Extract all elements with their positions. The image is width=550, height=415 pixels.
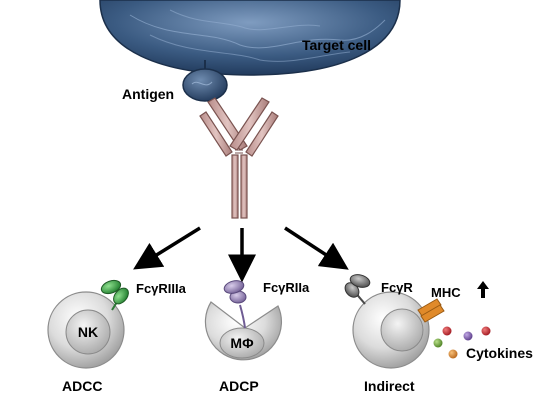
antibody [199,97,279,219]
cytokines-label: Cytokines [466,345,533,361]
macrophage-label: MΦ [230,335,254,351]
arrow-indirect [284,226,349,270]
antigen-label: Antigen [122,86,174,102]
nk-cell-label: NK [78,324,98,340]
mhc-label: MHC [431,285,461,300]
target-cell-label: Target cell [302,37,371,53]
up-arrow-icon [477,281,489,298]
mechanism-label-adcc: ADCC [62,378,102,394]
fcgriiia-receptor [100,279,129,311]
antigen [182,60,228,102]
nk-cell: NK [47,291,125,369]
fcgriiia-label: FcγRIIIa [136,281,187,296]
cytokines [433,326,491,359]
mhc-receptor [417,298,445,323]
macrophage: MΦ [204,301,283,361]
cytokine-dot [448,349,458,359]
cytokine-dot [433,338,443,348]
cytokine-dot [442,326,452,336]
target-cell [99,0,401,76]
fcgr-receptor [344,274,371,305]
cytokine-dot [463,331,473,341]
mechanism-label-adcp: ADCP [219,378,259,394]
indirect-cell [352,291,430,369]
fcgr-label: FcγR [381,280,413,295]
fcgriia-receptor [223,280,247,329]
arrow-adcc [133,226,201,270]
arrows [133,226,349,283]
cytokine-dot [481,326,491,336]
fcgriia-label: FcγRIIa [263,280,310,295]
mechanism-label-indirect: Indirect [364,378,415,394]
